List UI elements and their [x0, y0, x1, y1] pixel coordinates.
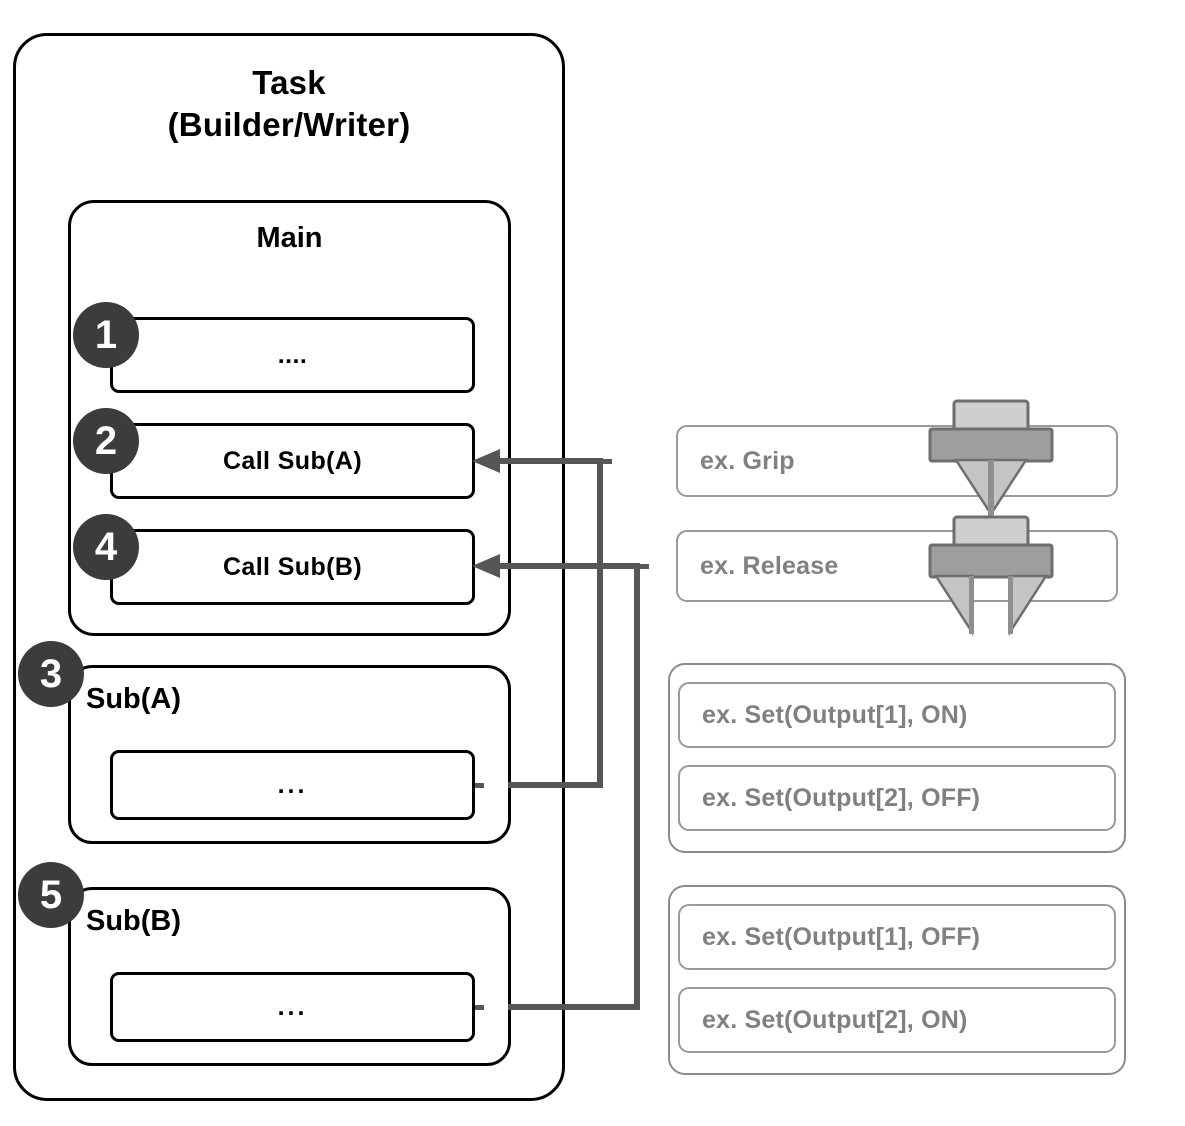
main-statement-call-sub-b[interactable]: Call Sub(B)	[110, 529, 475, 605]
example-release-label: ex. Release	[700, 551, 839, 580]
badge-1-label: 1	[94, 313, 118, 357]
connector-sub-a-horizontal-bottom	[508, 782, 603, 788]
task-title: Task (Builder/Writer)	[13, 62, 565, 146]
example-output-b-item-2-label: ex. Set(Output[2], ON)	[702, 1005, 968, 1034]
main-statement-1-label: ....	[277, 340, 308, 369]
main-statement-1[interactable]: ....	[110, 317, 475, 393]
connector-sub-a-vertical	[597, 458, 603, 788]
sub-b-body-label: ...	[277, 992, 308, 1021]
sub-b-body[interactable]: ...	[110, 972, 475, 1042]
sub-a-body-label: ...	[277, 770, 308, 799]
main-statement-2-label: Call Sub(A)	[222, 446, 363, 475]
badge-1: 1	[73, 302, 139, 368]
example-output-b-item-1-label: ex. Set(Output[1], OFF)	[702, 922, 981, 951]
dotted-link-release	[640, 564, 673, 569]
sub-b-title: Sub(B)	[86, 905, 182, 937]
badge-4-label: 4	[94, 525, 118, 569]
sub-a-title: Sub(A)	[86, 683, 182, 715]
dotted-link-grip	[603, 459, 673, 464]
task-title-line1: Task	[252, 64, 326, 101]
badge-4: 4	[73, 514, 139, 580]
task-title-line2: (Builder/Writer)	[167, 106, 411, 144]
example-output-b-item-1[interactable]: ex. Set(Output[1], OFF)	[678, 904, 1116, 970]
main-title: Main	[256, 222, 323, 254]
example-grip-panel[interactable]: ex. Grip	[676, 425, 1118, 497]
badge-3-label: 3	[39, 652, 63, 696]
connector-sub-b-horizontal-top	[488, 563, 640, 569]
example-output-a-item-2[interactable]: ex. Set(Output[2], OFF)	[678, 765, 1116, 831]
badge-5: 5	[18, 862, 84, 928]
badge-3: 3	[18, 641, 84, 707]
example-output-a-item-1-label: ex. Set(Output[1], ON)	[702, 700, 968, 729]
connector-sub-b-horizontal-bottom	[508, 1004, 640, 1010]
connector-sub-a-horizontal-top	[488, 458, 601, 464]
example-output-a-item-1[interactable]: ex. Set(Output[1], ON)	[678, 682, 1116, 748]
example-grip-label: ex. Grip	[700, 446, 795, 475]
connector-sub-b-vertical	[634, 563, 640, 1010]
sub-a-body[interactable]: ...	[110, 750, 475, 820]
example-output-b-item-2[interactable]: ex. Set(Output[2], ON)	[678, 987, 1116, 1053]
main-statement-call-sub-a[interactable]: Call Sub(A)	[110, 423, 475, 499]
gripper-open-icon	[928, 515, 1054, 637]
badge-2: 2	[73, 408, 139, 474]
example-output-a-item-2-label: ex. Set(Output[2], OFF)	[702, 783, 981, 812]
badge-5-label: 5	[39, 873, 63, 917]
gripper-closed-icon	[928, 399, 1054, 519]
badge-2-label: 2	[94, 419, 118, 463]
main-statement-4-label: Call Sub(B)	[222, 552, 363, 581]
